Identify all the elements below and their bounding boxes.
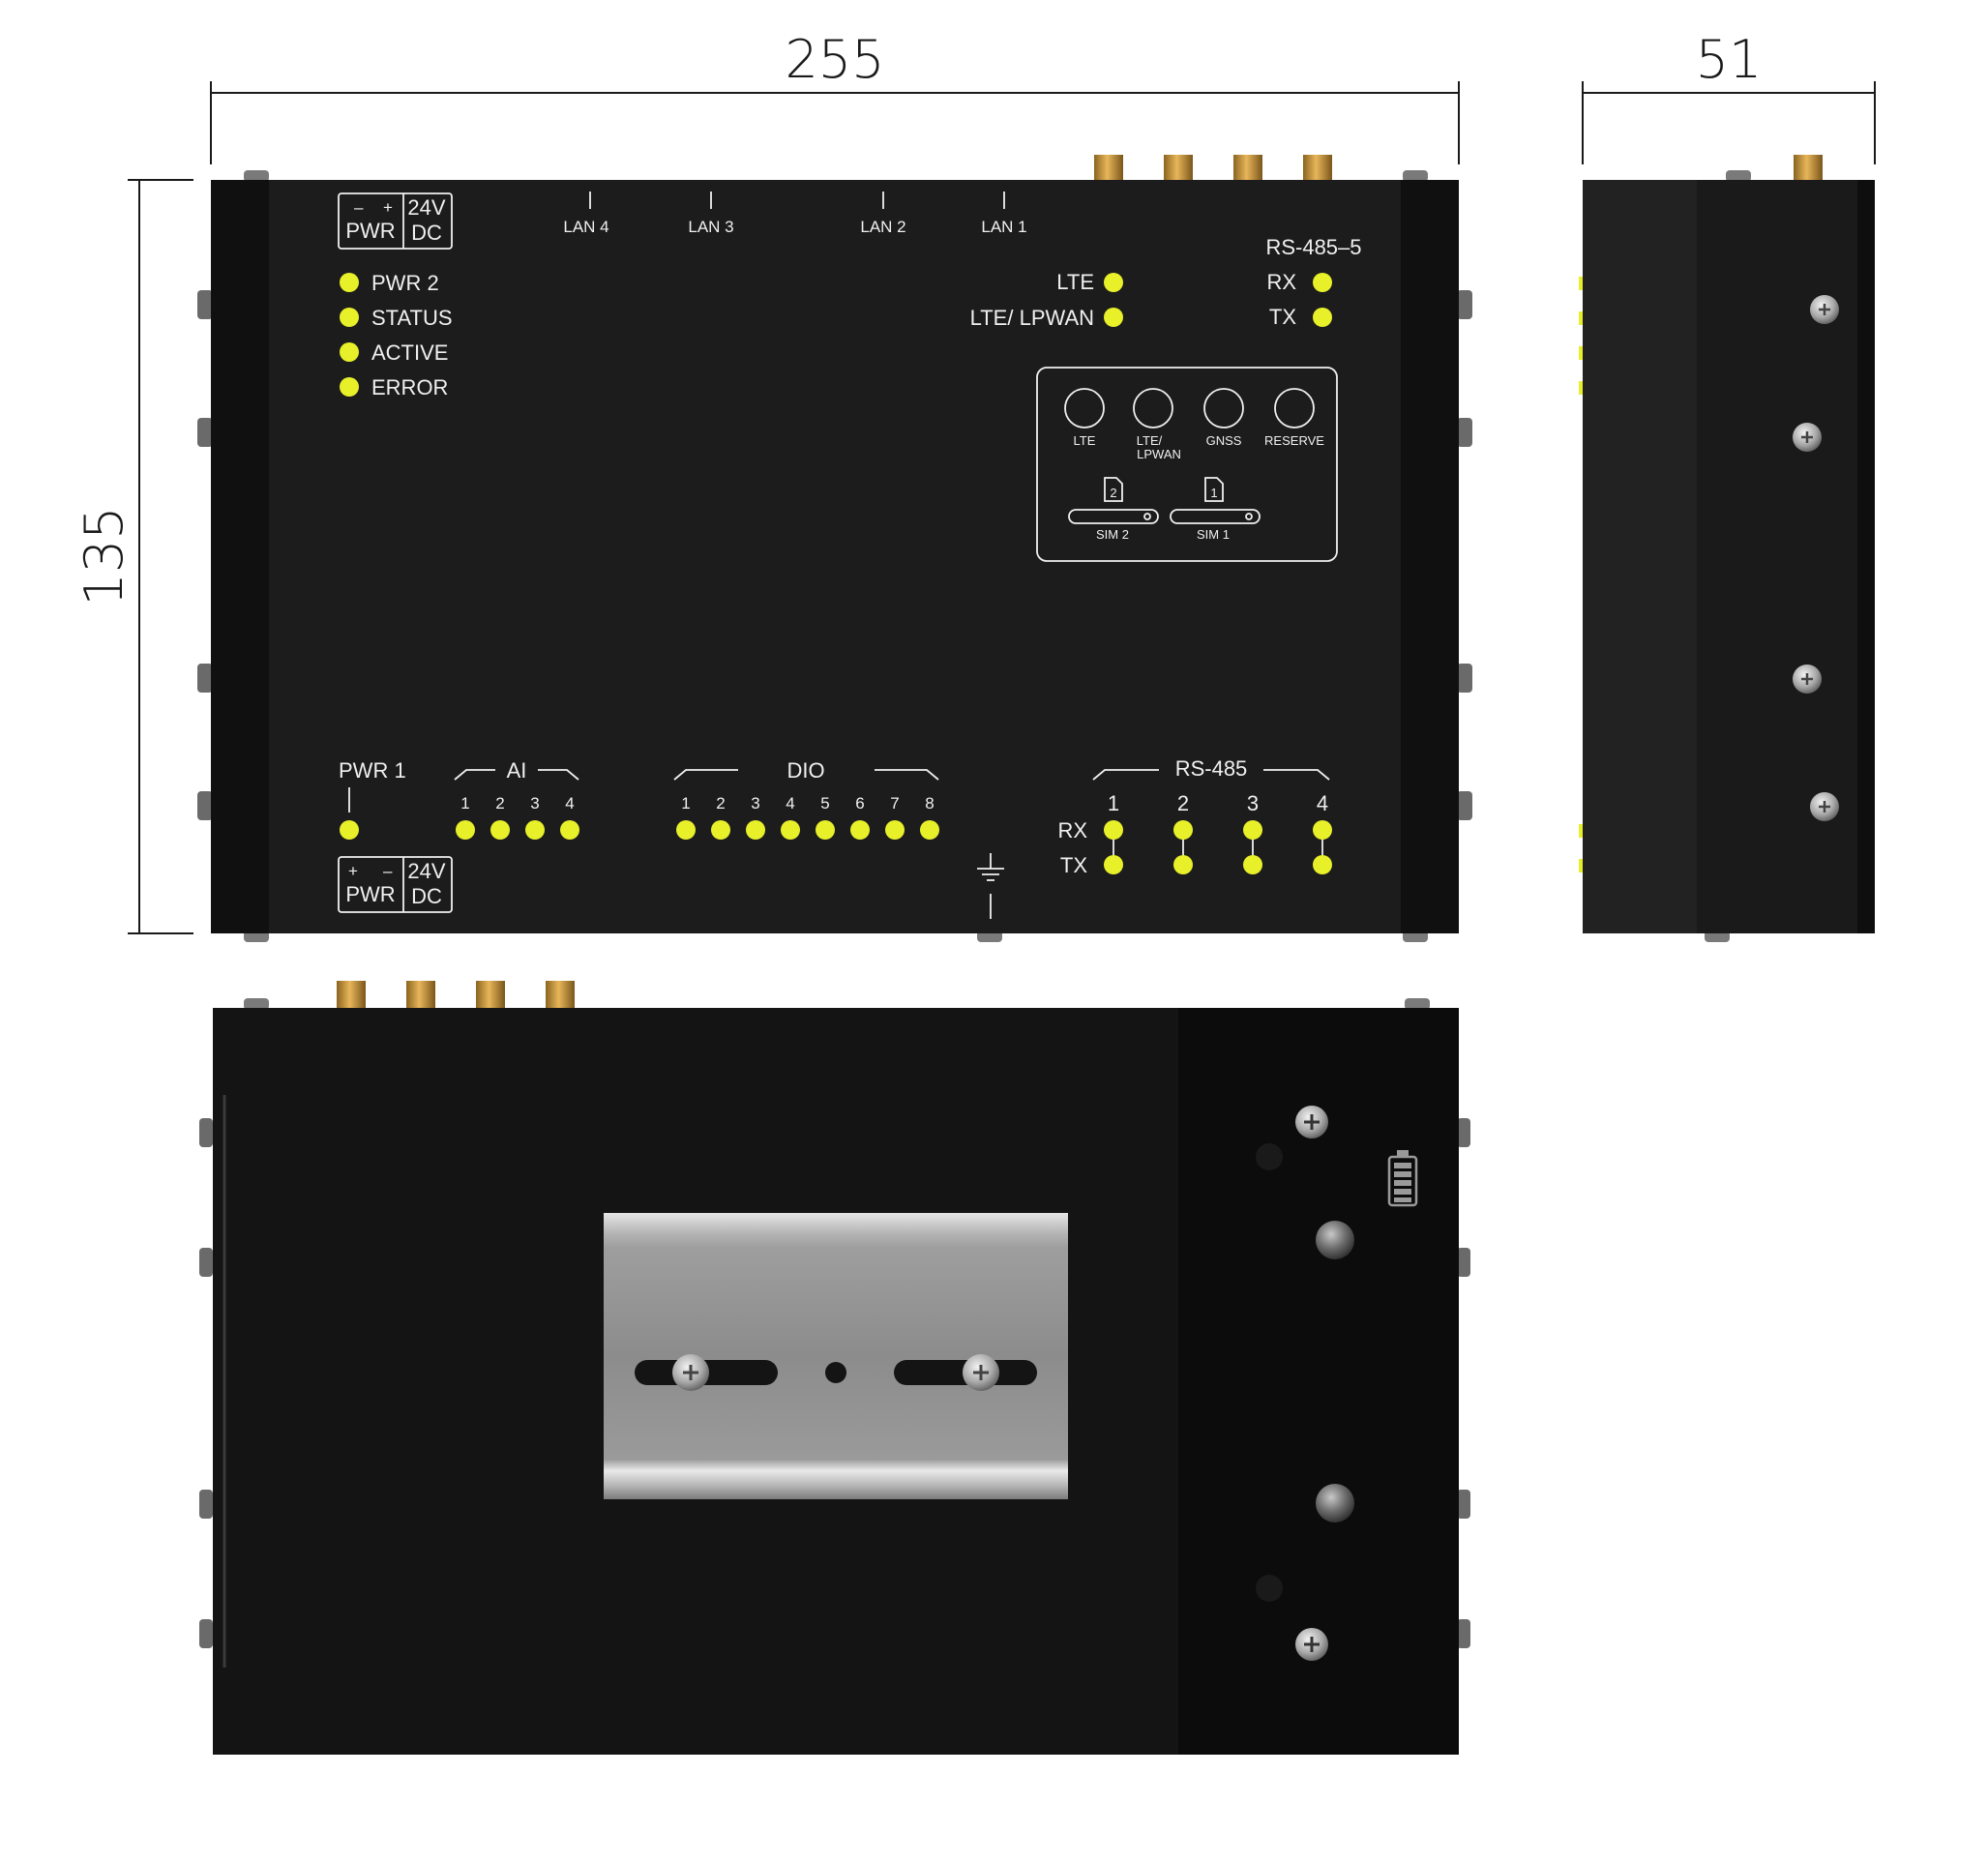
svg-text:PWR: PWR bbox=[345, 219, 395, 243]
svg-text:LTE/: LTE/ bbox=[1137, 433, 1163, 448]
svg-text:PWR 1: PWR 1 bbox=[339, 758, 406, 783]
svg-text:SIM 2: SIM 2 bbox=[1096, 527, 1129, 542]
dimension-depth-label: 51 bbox=[1696, 29, 1763, 90]
svg-text:AI: AI bbox=[507, 758, 527, 783]
led-status bbox=[340, 308, 359, 327]
svg-text:ERROR: ERROR bbox=[371, 375, 448, 399]
rear-side-bolts bbox=[199, 1118, 1470, 1648]
svg-text:PWR: PWR bbox=[345, 882, 395, 906]
svg-text:1: 1 bbox=[1210, 486, 1217, 500]
lan-labels: LAN 4 LAN 3 LAN 2 LAN 1 bbox=[563, 192, 1027, 236]
svg-text:24V: 24V bbox=[407, 195, 445, 220]
dimension-depth bbox=[1582, 81, 1876, 164]
svg-text:2: 2 bbox=[495, 794, 504, 813]
svg-text:4: 4 bbox=[1317, 791, 1328, 815]
side-view bbox=[1579, 155, 1875, 942]
battery-icon bbox=[1387, 1150, 1418, 1207]
ai-group: AI 1 2 3 4 bbox=[454, 758, 579, 840]
svg-text:LTE: LTE bbox=[1074, 433, 1096, 448]
svg-text:LAN 4: LAN 4 bbox=[563, 218, 608, 236]
svg-text:6: 6 bbox=[855, 794, 864, 813]
front-view: – + PWR 24V DC PWR 2 STATUS ACTIVE ERROR… bbox=[197, 155, 1472, 942]
side-led-edges bbox=[1579, 277, 1583, 872]
dio-group: DIO 1 2 3 4 5 6 7 8 bbox=[673, 758, 939, 840]
svg-text:LAN 2: LAN 2 bbox=[860, 218, 905, 236]
svg-text:3: 3 bbox=[530, 794, 539, 813]
rs485-5-group: RS-485–5 RX TX bbox=[1265, 235, 1361, 329]
svg-text:PWR 2: PWR 2 bbox=[371, 271, 439, 295]
dimension-width-label: 255 bbox=[785, 29, 884, 90]
ground-icon bbox=[977, 853, 1004, 919]
front-panel-body bbox=[211, 180, 1459, 933]
svg-text:RS-485–5: RS-485–5 bbox=[1265, 235, 1361, 259]
svg-text:1: 1 bbox=[1108, 791, 1119, 815]
dimension-height-label: 135 bbox=[74, 506, 134, 606]
side-screws bbox=[1793, 295, 1839, 821]
svg-text:+: + bbox=[348, 862, 358, 880]
svg-text:1: 1 bbox=[460, 794, 469, 813]
svg-text:DIO: DIO bbox=[786, 758, 824, 783]
antenna-sim-box: LTE LTE/ LPWAN GNSS RESERVE 2 1 SIM 2 SI… bbox=[1036, 367, 1338, 562]
svg-text:4: 4 bbox=[786, 794, 794, 813]
svg-text:RX: RX bbox=[1057, 818, 1087, 842]
svg-text:+: + bbox=[383, 198, 393, 217]
pwr1-group: PWR 1 bbox=[339, 758, 406, 840]
svg-text:2: 2 bbox=[716, 794, 725, 813]
led-active bbox=[340, 342, 359, 362]
side-bolts bbox=[197, 290, 1472, 820]
lte-led-group: LTE LTE/ LPWAN bbox=[970, 270, 1123, 330]
rear-screws bbox=[1256, 1106, 1354, 1661]
svg-text:3: 3 bbox=[751, 794, 759, 813]
pwr-terminal-bottom: + – PWR 24V DC bbox=[338, 856, 453, 913]
svg-text:DC: DC bbox=[411, 884, 442, 908]
svg-text:24V: 24V bbox=[407, 859, 445, 883]
svg-text:RS-485: RS-485 bbox=[1175, 756, 1248, 781]
svg-text:LTE: LTE bbox=[1056, 270, 1094, 294]
status-led-group: PWR 2 STATUS ACTIVE ERROR bbox=[340, 271, 453, 399]
svg-text:–: – bbox=[354, 198, 364, 217]
svg-text:2: 2 bbox=[1110, 486, 1116, 500]
svg-text:3: 3 bbox=[1247, 791, 1259, 815]
svg-text:TX: TX bbox=[1269, 305, 1296, 329]
svg-text:LAN 1: LAN 1 bbox=[981, 218, 1026, 236]
svg-text:DC: DC bbox=[411, 221, 442, 245]
sma-connectors-top bbox=[1094, 155, 1332, 180]
svg-text:GNSS: GNSS bbox=[1206, 433, 1242, 448]
rear-view bbox=[199, 981, 1470, 1755]
led-pwr2 bbox=[340, 273, 359, 292]
svg-text:LAN 3: LAN 3 bbox=[688, 218, 733, 236]
din-rail bbox=[604, 1213, 1068, 1499]
svg-text:SIM 1: SIM 1 bbox=[1197, 527, 1230, 542]
svg-text:2: 2 bbox=[1177, 791, 1189, 815]
svg-text:TX: TX bbox=[1060, 853, 1087, 877]
svg-text:7: 7 bbox=[890, 794, 899, 813]
svg-text:1: 1 bbox=[681, 794, 690, 813]
svg-text:LTE/ LPWAN: LTE/ LPWAN bbox=[970, 306, 1094, 330]
dimension-width bbox=[210, 81, 1460, 164]
svg-text:8: 8 bbox=[925, 794, 934, 813]
svg-text:STATUS: STATUS bbox=[371, 306, 453, 330]
svg-text:–: – bbox=[383, 862, 393, 880]
pwr-terminal-top: – + PWR 24V DC bbox=[338, 192, 453, 250]
dimension-height bbox=[128, 179, 193, 934]
svg-text:RESERVE: RESERVE bbox=[1264, 433, 1324, 448]
rs485-group: RS-485 1 2 3 4 RX TX bbox=[1057, 756, 1332, 877]
svg-text:RX: RX bbox=[1266, 270, 1296, 294]
svg-text:ACTIVE: ACTIVE bbox=[371, 340, 448, 365]
svg-text:LPWAN: LPWAN bbox=[1137, 447, 1181, 461]
led-error bbox=[340, 377, 359, 397]
svg-text:4: 4 bbox=[565, 794, 574, 813]
svg-text:5: 5 bbox=[820, 794, 829, 813]
